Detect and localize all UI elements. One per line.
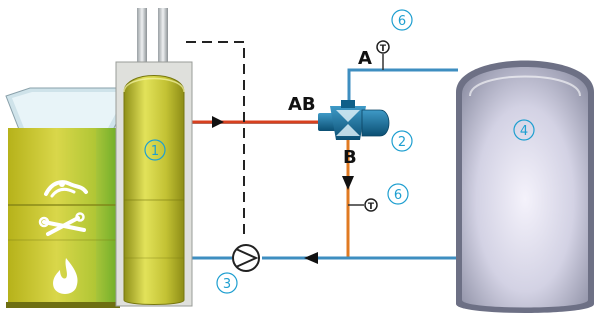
boiler (115, 8, 193, 307)
svg-text:2: 2 (398, 135, 406, 150)
temp-sensor-mid: T (348, 198, 378, 212)
storage-tank (456, 60, 594, 313)
marker-sensor-mid: 6 (387, 183, 409, 205)
port-label-a: A (358, 48, 372, 69)
boiler-cabinet (5, 87, 131, 308)
marker-boiler: 1 (144, 139, 166, 161)
port-label-ab: AB (288, 94, 316, 115)
flame-icon (53, 258, 78, 294)
port-label-b: B (343, 147, 357, 168)
temp-sensor-top: T (376, 40, 390, 70)
hands-icon (44, 180, 88, 198)
svg-text:6: 6 (394, 188, 402, 203)
svg-text:6: 6 (398, 14, 406, 29)
flow-arrow-supply (212, 116, 224, 128)
marker-sensor-top: 6 (391, 9, 413, 31)
tools-icon (38, 212, 86, 236)
tank-feed-pipe (347, 68, 458, 105)
sensor-top-symbol: T (380, 44, 387, 54)
flow-arrow-b (342, 176, 354, 190)
marker-pump: 3 (216, 272, 238, 294)
svg-text:4: 4 (520, 124, 528, 139)
marker-valve: 2 (391, 130, 413, 152)
sensor-mid-symbol: T (368, 202, 375, 212)
svg-text:1: 1 (151, 144, 159, 159)
control-line (186, 41, 245, 240)
svg-text:3: 3 (223, 277, 231, 292)
mixing-valve (318, 100, 390, 140)
marker-tank: 4 (513, 119, 535, 141)
pump (232, 244, 260, 272)
flow-arrow-return (304, 252, 318, 264)
